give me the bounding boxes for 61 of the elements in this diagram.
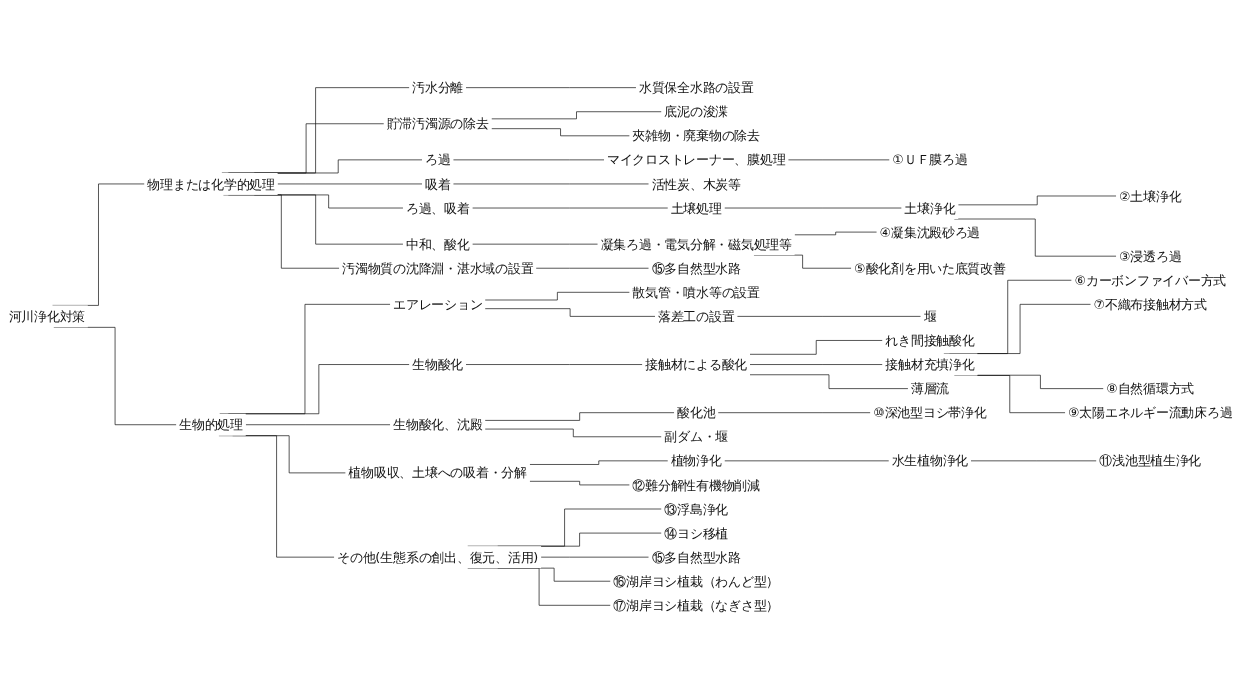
node-text: ⑥カーボンファイバー方式 — [1074, 272, 1227, 288]
connector — [794, 231, 878, 236]
node-text: 吸着 — [424, 176, 451, 192]
node-text: 水生植物浄化 — [891, 453, 969, 469]
node-text: 活性炭、木炭等 — [651, 176, 741, 192]
node-text: 堰 — [923, 308, 937, 324]
node-text: れき間接触酸化 — [885, 333, 975, 348]
node-text: ろ過 — [424, 152, 451, 168]
node-text: 水質保全水路の設置 — [638, 80, 754, 96]
node-text: ⑧自然循環方式 — [1106, 381, 1195, 397]
node-text: ⑩深池型ヨシ帯浄化 — [873, 405, 987, 421]
node-text: 薄層流 — [910, 381, 950, 397]
node-text: 汚水分離 — [412, 80, 464, 96]
node-text: 土壌浄化 — [904, 200, 956, 216]
node-text: ⑤酸化剤を用いた底質改善 — [854, 260, 1006, 276]
node-text: 底泥の浚渫 — [664, 104, 729, 120]
node-text: ⑮多自然型水路 — [651, 549, 741, 565]
node-text: ①ＵＦ膜ろ過 — [892, 152, 968, 168]
node-text: 中和、酸化 — [405, 236, 470, 252]
node-text: ⑬浮島浄化 — [664, 501, 729, 517]
node-text: 生物酸化 — [412, 357, 464, 372]
connector — [491, 128, 630, 137]
connector — [957, 195, 1117, 206]
node-text: ⑰湖岸ヨシ植栽（なぎさ型） — [613, 597, 780, 613]
node-text: ろ過、吸着 — [405, 200, 470, 216]
connector — [484, 308, 656, 317]
connector — [484, 412, 675, 421]
node-text: 生物酸化、沈殿 — [393, 417, 483, 433]
connector — [484, 291, 630, 301]
node-text: ③浸透ろ過 — [1119, 248, 1182, 264]
node-text: 土壌処理 — [670, 200, 722, 216]
node-text: 植物浄化 — [670, 453, 722, 469]
connector — [465, 364, 643, 365]
node-text: ②土壌浄化 — [1119, 188, 1182, 204]
connector — [529, 480, 630, 486]
connector — [749, 374, 909, 389]
node-text: 貯滞汚濁源の除去 — [386, 116, 489, 132]
node-text: エアレーション — [393, 296, 483, 312]
node-text: 散気管・噴水等の設置 — [632, 284, 760, 300]
node-text: ⑭ヨシ移植 — [664, 525, 729, 541]
node-text: 酸化池 — [677, 405, 716, 421]
node-text: マイクロストレーナー、膜処理 — [606, 152, 786, 168]
node-text: ⑪浅池型植生浄化 — [1099, 453, 1202, 469]
node-text: ⑨太陽エネルギー流動床ろ過 — [1068, 405, 1233, 421]
node-text: ⑯湖岸ヨシ植栽（わんど型） — [613, 573, 780, 589]
node-text: 汚濁物質の沈降淵・湛水域の設置 — [342, 260, 534, 276]
node-text: ⑫難分解性有機物削減 — [632, 477, 760, 493]
connector — [749, 340, 883, 355]
node-text: 植物吸収、土壌への吸着・分解 — [348, 465, 527, 481]
connector — [529, 460, 669, 465]
node-text: ④凝集沈殿砂ろ過 — [879, 224, 981, 240]
node-text: 副ダム・堰 — [664, 429, 729, 445]
connector — [223, 194, 340, 269]
node-text: 接触材による酸化 — [645, 357, 748, 372]
node-text: 夾雑物・廃棄物の除去 — [632, 128, 760, 144]
node-text: ⑮多自然型水路 — [651, 260, 741, 276]
connector — [491, 111, 662, 120]
node-text: ⑦不織布接触材方式 — [1093, 296, 1207, 312]
connector — [484, 428, 662, 438]
node-text: 落差工の設置 — [657, 308, 735, 324]
connector — [749, 364, 883, 365]
